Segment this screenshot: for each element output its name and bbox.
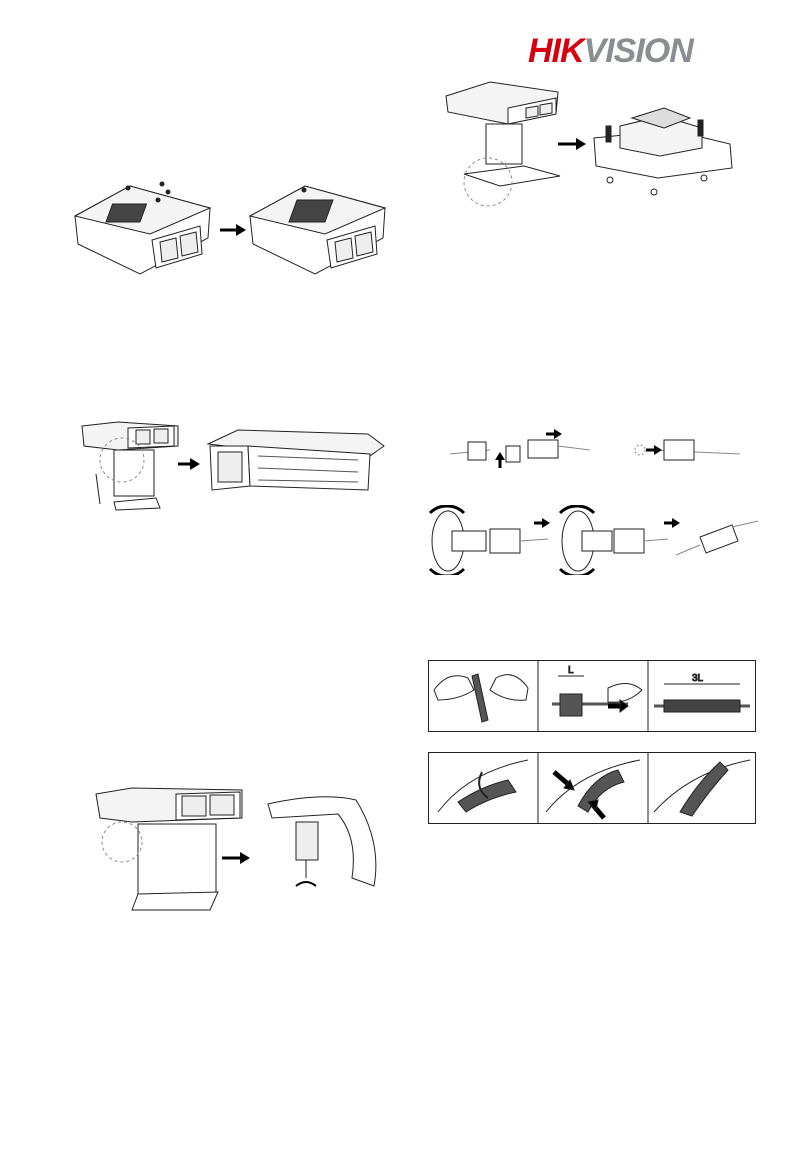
cover-detail [268,797,376,886]
housing-left [75,182,210,274]
arrow-right-icon [646,445,662,455]
camera-unit [82,422,178,510]
housing-right [250,186,385,274]
arrow-right-icon [558,138,586,150]
step-c [676,521,758,555]
mounting-base [594,108,732,195]
hikvision-logo: HIKVISION [528,33,738,69]
arrow-right-icon [534,518,550,528]
figure-housing-filter-removal [70,178,390,278]
step-b [560,506,668,575]
label-3l: 3L [692,673,704,684]
arrow-up-icon [495,452,505,468]
figure-connector-assembly [450,420,740,475]
open-housing [208,430,384,490]
label-l: L [568,665,574,676]
figure-base-mounting [440,78,740,208]
camera-on-pantilt [446,82,560,206]
figure-wrapped-connector [428,752,756,824]
arrow-right-icon [222,852,250,864]
arrow-right-icon [664,518,680,528]
figure-tape-wrapping: L 3L [428,660,756,732]
arrow-right-icon [220,224,246,236]
logo-text-hik: HIK [528,32,584,70]
step-a [430,506,548,575]
rotate-icon [296,882,316,886]
arrow-right-icon [546,429,562,439]
figure-side-cover-open [78,420,388,515]
figure-housing-service [92,782,382,912]
figure-connector-screw [420,505,760,575]
camera-unit-large [96,788,242,910]
arrow-right-icon [178,458,200,470]
connector-parts [450,440,740,462]
logo-text-vision: VISION [584,32,693,70]
